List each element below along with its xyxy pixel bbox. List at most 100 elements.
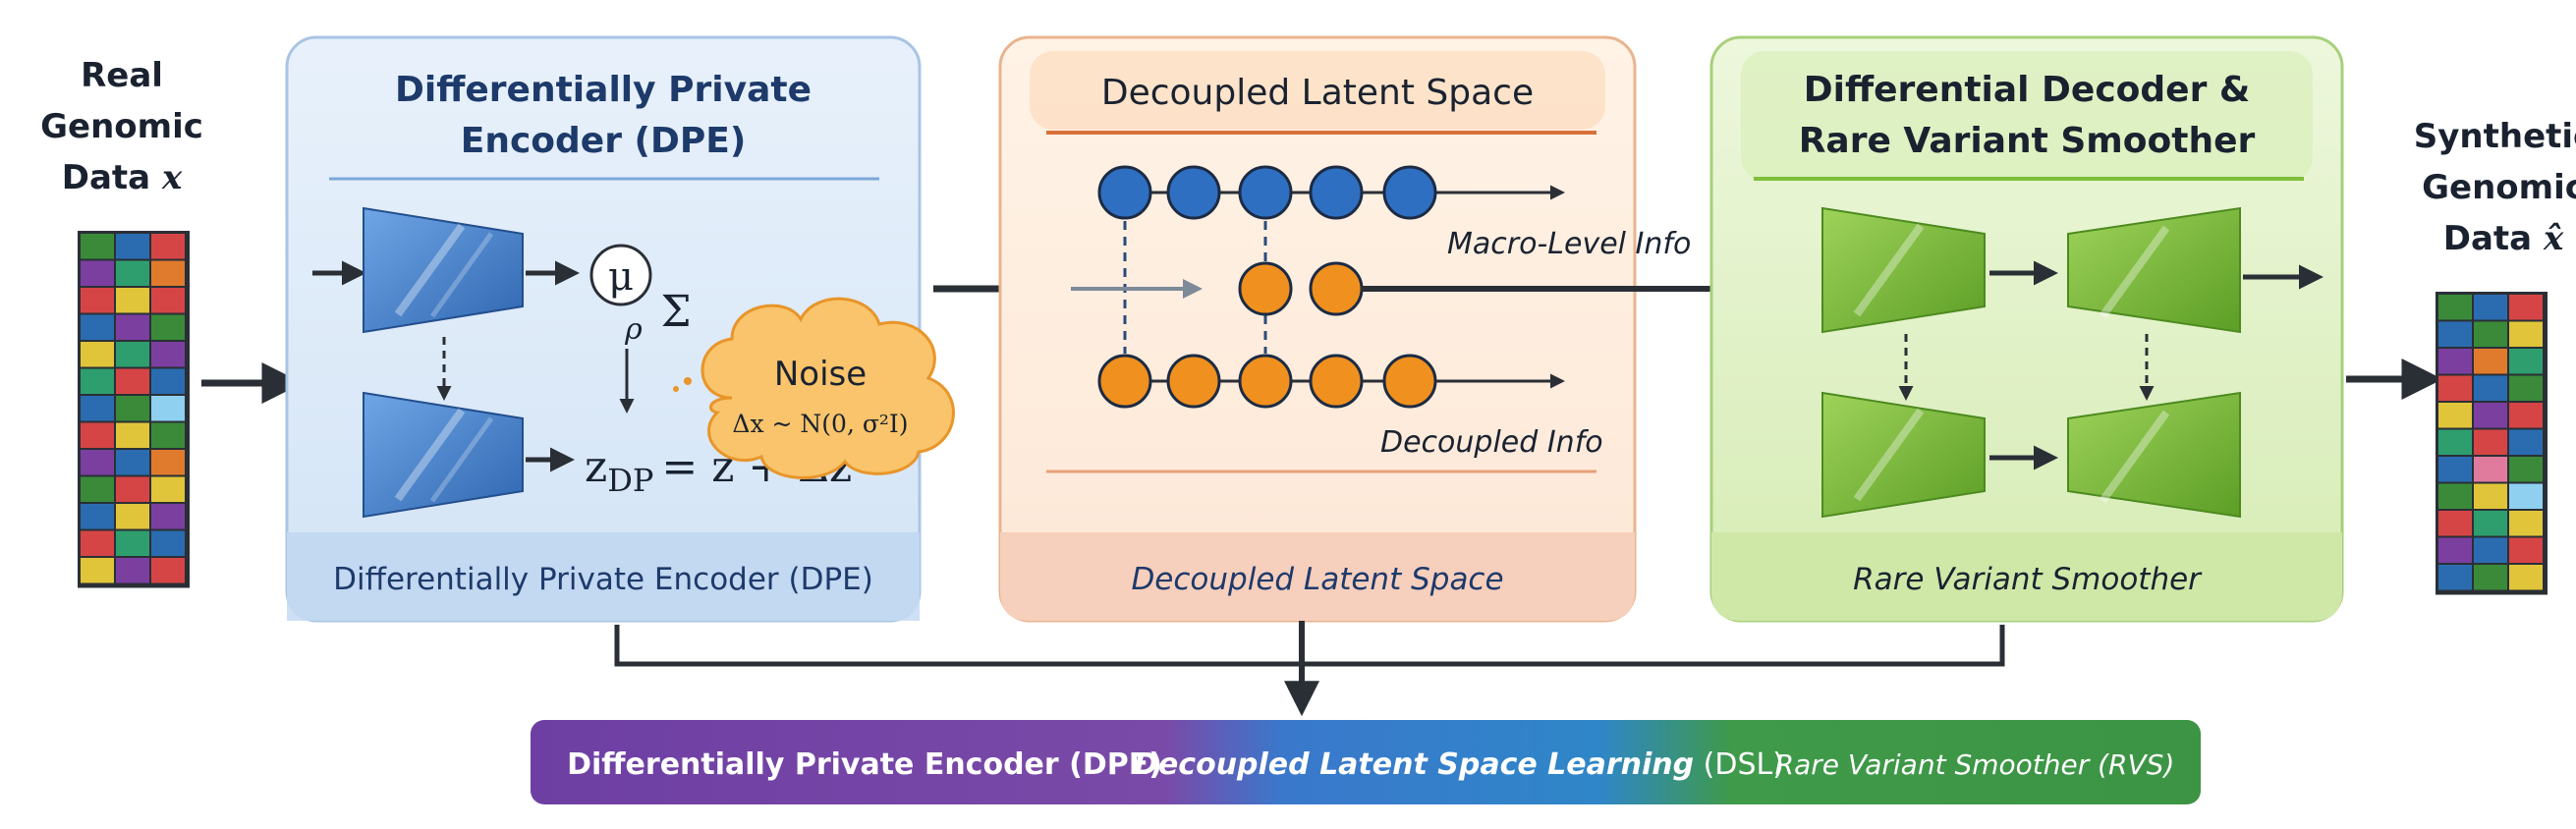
grid-cell <box>151 530 185 556</box>
ddr-title-line1: Differential Decoder & <box>1804 70 2251 110</box>
ddr-title-line2: Rare Variant Smoother <box>1799 121 2256 161</box>
dls-panel: Decoupled Latent Space Macro-Level Info … <box>998 35 1691 623</box>
dpe-title-line2: Encoder (DPE) <box>461 121 747 161</box>
grid-cell <box>151 558 185 583</box>
grid-cell <box>81 368 114 394</box>
grid-cell <box>116 558 149 583</box>
mu-symbol: μ <box>608 254 634 300</box>
grid-cell <box>2509 429 2543 455</box>
decoupled-node <box>1309 354 1364 409</box>
decoupled-node <box>1238 354 1293 409</box>
input-label-line1: Real <box>81 56 163 95</box>
noise-label: Noise <box>774 355 867 394</box>
grid-cell <box>151 342 185 367</box>
macro-node <box>1238 165 1293 220</box>
ddr-panel: Differential Decoder & Rare Variant Smoo… <box>1709 35 2344 623</box>
grid-cell <box>2438 483 2472 509</box>
input-label-line3: Data x <box>62 158 183 197</box>
decoder-top-left-shape <box>1821 206 1986 334</box>
grid-cell <box>2509 483 2543 509</box>
grid-cell <box>81 504 114 529</box>
grid-cell <box>2474 375 2507 401</box>
dls-footer: Decoupled Latent Space <box>1131 562 1503 597</box>
macro-node <box>1097 165 1152 220</box>
grid-cell <box>2474 537 2507 563</box>
output-genome-grid <box>2436 292 2548 595</box>
grid-cell <box>2509 565 2543 590</box>
input-label-data: Data <box>62 158 150 197</box>
grid-cell <box>151 450 185 475</box>
grid-cell <box>116 450 149 475</box>
grid-cell <box>116 368 149 394</box>
grid-cell <box>2474 349 2507 374</box>
grid-cell <box>2509 375 2543 401</box>
dpe-title-line1: Differentially Private <box>395 70 812 110</box>
grid-cell <box>81 342 114 367</box>
grid-cell <box>151 422 185 448</box>
grid-cell <box>2438 375 2472 401</box>
rho-symbol: ρ <box>624 312 643 347</box>
grid-cell <box>2438 565 2472 590</box>
bottom-connector <box>614 621 2005 717</box>
output-label-line2: Genomic <box>2422 168 2576 207</box>
legend-dsl: Decoupled Latent Space Learning (DSL) <box>1134 747 1784 782</box>
grid-cell <box>151 504 185 529</box>
grid-cell <box>116 504 149 529</box>
noise-cloud: Noise Δx ~ N(0, σ²I) <box>673 297 955 479</box>
decoupled-node <box>1097 354 1152 409</box>
macro-node <box>1166 165 1221 220</box>
grid-cell <box>2438 537 2472 563</box>
grid-cell <box>81 558 114 583</box>
grid-cell <box>81 260 114 286</box>
noise-formula: Δx ~ N(0, σ²I) <box>732 410 908 438</box>
grid-cell <box>2438 403 2472 428</box>
grid-cell <box>81 450 114 475</box>
output-label-data: Data <box>2443 219 2532 258</box>
decoder-bottom-left-shape <box>1821 391 1986 519</box>
grid-cell <box>116 260 149 286</box>
input-symbol: x <box>161 158 183 197</box>
grid-cell <box>81 530 114 556</box>
grid-cell <box>2509 457 2543 482</box>
grid-cell <box>151 234 185 259</box>
grid-cell <box>2509 537 2543 563</box>
grid-cell <box>116 396 149 421</box>
grid-cell <box>2474 483 2507 509</box>
grid-cell <box>2474 511 2507 536</box>
grid-cell <box>151 368 185 394</box>
grid-cell <box>116 422 149 448</box>
grid-cell <box>2509 511 2543 536</box>
grid-cell <box>2509 295 2543 320</box>
grid-cell <box>2474 295 2507 320</box>
mixed-node <box>1309 261 1364 316</box>
input-label-line2: Genomic <box>40 107 203 146</box>
macro-level-label: Macro-Level Info <box>1447 227 1691 261</box>
legend-dpe: Differentially Private Encoder (DPE) <box>567 747 1162 782</box>
grid-cell <box>116 342 149 367</box>
output-label-line1: Synthetic <box>2414 117 2576 156</box>
grid-cell <box>81 396 114 421</box>
dls-title: Decoupled Latent Space <box>1101 73 1534 113</box>
grid-cell <box>2438 511 2472 536</box>
grid-cell <box>116 314 149 340</box>
macro-node <box>1382 165 1437 220</box>
grid-cell <box>81 288 114 313</box>
mu-node <box>589 244 652 306</box>
decoupled-node <box>1166 354 1221 409</box>
grid-cell <box>116 530 149 556</box>
macro-node <box>1309 165 1364 220</box>
ddr-footer: Rare Variant Smoother <box>1853 562 2203 597</box>
decoupled-info-label: Decoupled Info <box>1380 425 1603 460</box>
dpe-panel: Differentially Private Encoder (DPE) μ ρ… <box>285 35 955 623</box>
grid-cell <box>2509 403 2543 428</box>
grid-cell <box>2509 321 2543 347</box>
sigma-symbol: Σ <box>660 287 691 337</box>
grid-cell <box>2474 565 2507 590</box>
grid-cell <box>81 314 114 340</box>
legend-rvs: Rare Variant Smoother (RVS) <box>1775 748 2175 781</box>
dpe-footer: Differentially Private Encoder (DPE) <box>333 562 873 597</box>
grid-cell <box>2438 321 2472 347</box>
grid-cell <box>2474 457 2507 482</box>
module-legend-bar: Differentially Private Encoder (DPE) Dec… <box>531 720 2201 804</box>
